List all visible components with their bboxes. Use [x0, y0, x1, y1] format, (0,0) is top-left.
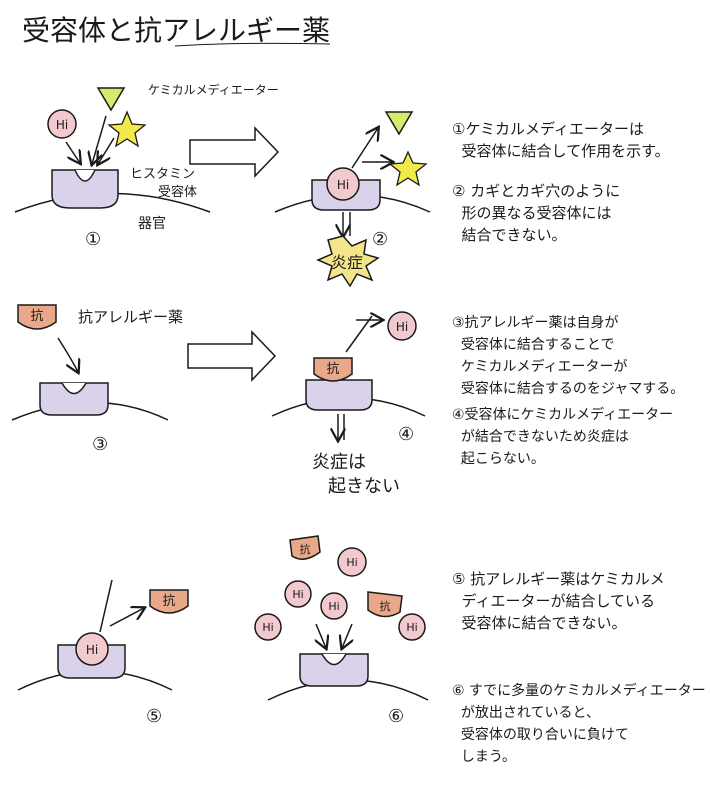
hi-molecule: [284, 580, 312, 608]
arrow: [109, 608, 144, 627]
description-1: ①ケミカルメディエーターは 受容体に結合して作用を示す。: [452, 120, 670, 160]
description-2: ② カギとカギ穴のように 形の異なる受容体には 結合できない。: [452, 182, 621, 244]
receptor: [299, 653, 369, 687]
anti-allergy-drug: [289, 535, 321, 560]
arrow: [98, 137, 115, 164]
panel-6: 抗 Hi Hi Hi Hi Hi 抗 ⑥: [254, 535, 429, 727]
step-number-2: ②: [372, 229, 388, 250]
page-title: 受容体と抗アレルギー薬: [22, 14, 330, 47]
triangle-mediator: [96, 87, 126, 112]
anti-label: 抗: [30, 309, 43, 324]
panel-1: Hi ケミカルメディエーター ヒスタミン 受容体 器官 ①: [14, 82, 279, 250]
inflammation-label: 炎症: [331, 253, 363, 272]
hi-label: Hi: [328, 600, 339, 613]
no-inflammation-line1: 炎症は: [312, 452, 366, 473]
histamine-label: ヒスタミン: [130, 167, 195, 182]
panel-2: Hi 炎症 ②: [274, 111, 431, 288]
arrow: [57, 337, 78, 372]
arrow: [342, 623, 352, 648]
anti-label: 抗: [326, 362, 339, 377]
hi-molecule: [254, 613, 282, 641]
receptor-label: 受容体: [158, 184, 197, 200]
hi-label: Hi: [337, 178, 349, 192]
anti-allergy-label: 抗アレルギー薬: [78, 308, 183, 326]
receptor: [51, 169, 119, 209]
description-4: ④受容体にケミカルメディエーター が結合できないため炎症は 起こらない。: [452, 407, 674, 467]
hi-molecule: [398, 613, 426, 641]
panel-3: 抗 抗アレルギー薬 ③: [11, 304, 183, 455]
hi-label: Hi: [346, 556, 357, 569]
organ-label: 器官: [138, 216, 166, 232]
inflammation-burst: [316, 235, 380, 288]
hi-label: Hi: [56, 118, 68, 132]
receptor-pocket: [321, 653, 347, 666]
step-number-4: ④: [398, 424, 414, 445]
arrow: [316, 623, 326, 648]
anti-label: 抗: [300, 542, 311, 556]
hi-molecule: [326, 167, 360, 201]
step-number-6: ⑥: [388, 706, 404, 727]
description-5: ⑤ 抗アレルギー薬はケミカルメ ディエーターが結合している 受容体に結合できない…: [452, 570, 665, 632]
hi-molecule: [47, 109, 77, 139]
receptor-pocket: [61, 382, 87, 395]
hi-molecule: [320, 592, 348, 620]
hi-molecule: [75, 632, 109, 666]
anti-allergy-drug: [149, 589, 189, 614]
arrow: [345, 315, 373, 353]
hi-molecule: [387, 311, 417, 341]
triangle-mediator: [384, 111, 414, 136]
title-underline: [174, 42, 331, 47]
step-number-5: ⑤: [146, 706, 162, 727]
step-number-1: ①: [85, 229, 101, 250]
arrow: [92, 115, 107, 164]
panel-4: 抗 Hi 炎症は 起きない ④: [271, 311, 426, 497]
hi-molecule: [337, 547, 367, 577]
arrow: [351, 128, 378, 169]
transition-arrow: [189, 126, 280, 178]
receptor-pocket: [74, 169, 96, 182]
description-3: ③抗アレルギー薬は自身が 受容体に結合することで ケミカルメディエーターが 受容…: [452, 315, 685, 397]
hi-label: Hi: [396, 320, 408, 334]
anti-label: 抗: [162, 594, 175, 609]
anti-allergy-drug: [367, 591, 403, 618]
anti-allergy-drug: [17, 304, 57, 330]
receptor: [305, 379, 373, 411]
star-mediator: [388, 150, 428, 187]
receptor: [39, 382, 109, 416]
mediator-label: ケミカルメディエーター: [148, 82, 279, 97]
hi-label: Hi: [406, 621, 417, 634]
anti-allergy-drug: [313, 357, 353, 382]
no-inflammation-line2: 起きない: [328, 476, 400, 497]
arrow: [65, 141, 80, 163]
hi-label: Hi: [262, 621, 273, 634]
hi-label: Hi: [86, 643, 98, 657]
description-6: ⑥ すでに多量のケミカルメディエーター が放出されていると、 受容体の取り合いに…: [452, 683, 706, 765]
step-number-3: ③: [92, 434, 108, 455]
hi-label: Hi: [292, 588, 303, 601]
star-mediator: [107, 110, 147, 148]
transition-arrow: [187, 330, 277, 382]
arrow: [99, 579, 113, 633]
panel-5: Hi 抗 ⑤: [17, 579, 189, 727]
anti-label: 抗: [380, 599, 391, 613]
